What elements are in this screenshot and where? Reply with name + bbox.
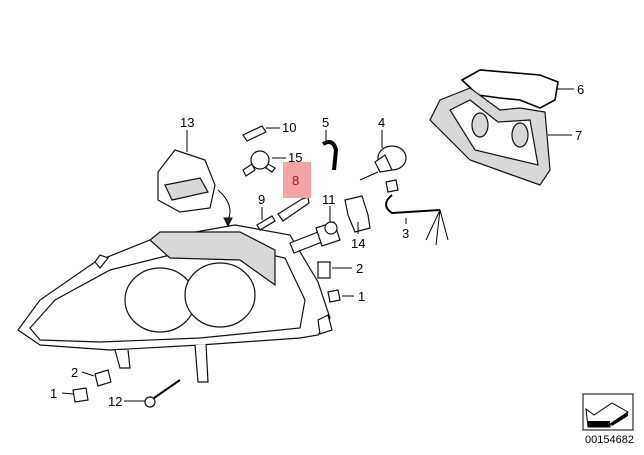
catalog-arrow-symbol xyxy=(582,393,634,431)
highlight-box-part-8 xyxy=(283,162,311,198)
callout-14[interactable]: 14 xyxy=(351,236,365,251)
callout-5[interactable]: 5 xyxy=(322,115,329,130)
callout-2-right[interactable]: 2 xyxy=(356,261,363,276)
callout-10[interactable]: 10 xyxy=(282,120,296,135)
part-4-actuator xyxy=(359,145,407,181)
part-2-bulb-left xyxy=(94,369,112,387)
callout-11[interactable]: 11 xyxy=(322,192,336,207)
part-15-bulb-holder xyxy=(242,150,276,177)
part-13-control-unit xyxy=(157,149,233,228)
part-5-hose xyxy=(321,140,339,171)
part-1-nut-right xyxy=(327,289,341,303)
callout-1-left[interactable]: 1 xyxy=(50,386,57,401)
callout-7[interactable]: 7 xyxy=(575,128,582,143)
part-3-cable xyxy=(385,179,449,246)
headlight-housing xyxy=(17,224,333,383)
part-2-bulb-right xyxy=(317,261,331,279)
part-10-bulb xyxy=(242,125,267,142)
callout-13[interactable]: 13 xyxy=(180,115,194,130)
callout-4[interactable]: 4 xyxy=(378,115,385,130)
callout-6[interactable]: 6 xyxy=(577,82,584,97)
callout-3[interactable]: 3 xyxy=(402,226,409,241)
catalog-number: 00154682 xyxy=(585,434,634,446)
callout-12[interactable]: 12 xyxy=(108,394,122,409)
part-1-nut-left xyxy=(72,387,89,403)
part-9-bulb xyxy=(256,215,276,231)
part-7-cover xyxy=(429,87,551,186)
part-14-holder xyxy=(344,195,371,233)
part-12-screw xyxy=(144,379,181,408)
callout-9[interactable]: 9 xyxy=(258,192,265,207)
part-11-bulb xyxy=(289,221,341,254)
callout-15[interactable]: 15 xyxy=(288,150,302,165)
callout-1-right[interactable]: 1 xyxy=(358,289,365,304)
part-6-gasket xyxy=(460,69,559,109)
leader-lines xyxy=(61,88,574,402)
part-8-part xyxy=(277,196,310,222)
callout-8[interactable]: 8 xyxy=(292,173,299,188)
callout-2-left[interactable]: 2 xyxy=(71,365,78,380)
